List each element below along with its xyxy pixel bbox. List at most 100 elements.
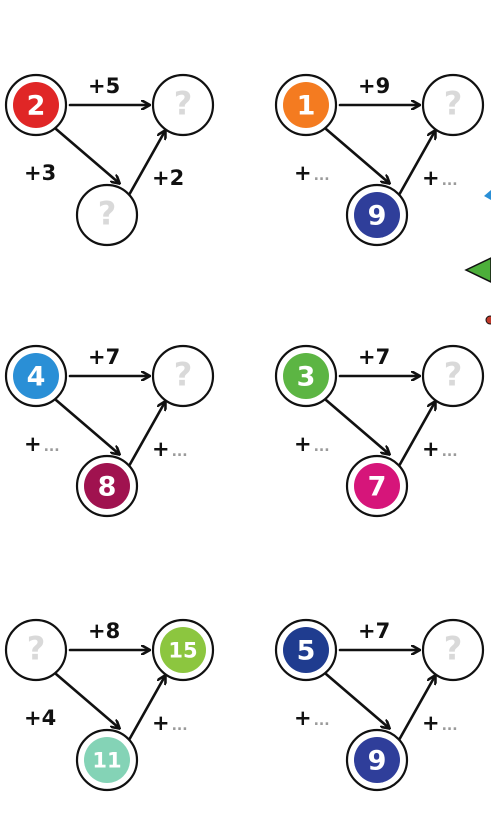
operator-text: +: [422, 437, 440, 461]
node-fill: [160, 627, 206, 673]
node-bottom: 7: [345, 454, 409, 518]
operator-text: +8: [88, 619, 120, 643]
top-op-label: +8: [88, 619, 120, 643]
operator-text: +5: [88, 74, 120, 98]
node-right: ?: [421, 618, 485, 682]
question-mark: ?: [444, 630, 463, 668]
node-right: ?: [421, 73, 485, 137]
puzzle-2: 1?9+9+...+...: [274, 73, 485, 247]
node-left: ?: [4, 618, 68, 682]
node-value: 9: [368, 201, 387, 232]
node-outline: [421, 618, 485, 682]
node-left: 3: [274, 344, 338, 408]
top-op-label: +7: [88, 345, 120, 369]
left-op-label: +...: [294, 161, 330, 185]
arrow-left: [54, 398, 119, 454]
question-mark: ?: [444, 356, 463, 394]
puzzle-6: 5?9+7+...+...: [274, 618, 485, 792]
node-value: 3: [297, 362, 316, 393]
node-value: 7: [368, 472, 387, 503]
node-bottom: 9: [345, 183, 409, 247]
arrow-right: [127, 676, 165, 742]
right-op-label: +...: [422, 711, 458, 735]
node-fill: [354, 192, 400, 238]
missing-number-dots: ...: [442, 173, 458, 189]
node-fill: [13, 353, 59, 399]
arrow-left: [324, 672, 389, 728]
node-bottom: 8: [75, 454, 139, 518]
operator-text: +: [422, 711, 440, 735]
node-value: 11: [92, 749, 121, 773]
node-value: 4: [27, 362, 46, 393]
right-op-label: +...: [422, 437, 458, 461]
node-outline: [75, 183, 139, 247]
node-value: 8: [98, 472, 117, 503]
arrow-right: [397, 676, 435, 742]
question-mark: ?: [174, 85, 193, 123]
node-left: 2: [4, 73, 68, 137]
operator-text: +7: [358, 619, 390, 643]
node-fill: [354, 463, 400, 509]
operator-text: +: [294, 432, 312, 456]
node-value: 9: [368, 746, 387, 777]
operator-text: +: [294, 161, 312, 185]
arrow-right: [397, 402, 435, 468]
operator-text: +7: [358, 345, 390, 369]
operator-text: +2: [152, 166, 184, 190]
edge-decoration: [464, 190, 491, 325]
green-leaf-shape: [464, 257, 491, 283]
missing-number-dots: ...: [44, 439, 60, 455]
left-op-label: +4: [24, 706, 56, 730]
node-outline: [421, 344, 485, 408]
node-bottom: 11: [75, 728, 139, 792]
node-outline: [151, 73, 215, 137]
node-bottom: 9: [345, 728, 409, 792]
top-op-label: +9: [358, 74, 390, 98]
node-left: 1: [274, 73, 338, 137]
puzzles-layer: 2??+5+3+21?9+9+...+...4?8+7+...+...3?7+7…: [4, 73, 485, 792]
arrow-right: [127, 402, 165, 468]
question-mark: ?: [444, 85, 463, 123]
puzzle-1: 2?? +5 +3 +2: [4, 73, 215, 247]
node-fill: [283, 353, 329, 399]
node-value: 1: [297, 91, 316, 122]
top-op-label: +7: [358, 619, 390, 643]
operator-text: +: [294, 706, 312, 730]
question-mark: ?: [98, 195, 117, 233]
question-mark: ?: [174, 356, 193, 394]
node-value: 2: [27, 91, 46, 122]
arrow-right: [397, 131, 435, 197]
node-value: 5: [297, 636, 316, 667]
node-outline: [421, 73, 485, 137]
node-fill: [283, 627, 329, 673]
left-op-label: +...: [294, 432, 330, 456]
node-fill: [84, 463, 130, 509]
missing-number-dots: ...: [314, 168, 330, 184]
missing-number-dots: ...: [314, 713, 330, 729]
node-value: 15: [168, 639, 197, 663]
missing-number-dots: ...: [442, 444, 458, 460]
arrow-right: [127, 131, 165, 197]
operator-text: +: [422, 166, 440, 190]
puzzle-3: 4? 8 +7 +... +...: [4, 344, 215, 518]
arrow-left: [324, 127, 389, 183]
node-fill: [84, 737, 130, 783]
operator-text: +3: [24, 161, 56, 185]
puzzle-5: ? 15 11 +8 +4 +...: [4, 618, 215, 792]
arrow-left: [54, 672, 119, 728]
operator-text: +: [152, 711, 170, 735]
node-outline: [151, 344, 215, 408]
node-right: ?: [151, 73, 215, 137]
operator-text: +: [24, 432, 42, 456]
left-op-label: +...: [294, 706, 330, 730]
node-right: ?: [421, 344, 485, 408]
right-op-label: +...: [152, 711, 188, 735]
puzzle-4: 3?7+7+...+...: [274, 344, 485, 518]
right-op-label: +...: [152, 437, 188, 461]
missing-number-dots: ...: [314, 439, 330, 455]
arrow-left: [54, 127, 119, 183]
arrow-left: [324, 398, 389, 454]
operator-text: +7: [88, 345, 120, 369]
question-mark: ?: [27, 630, 46, 668]
